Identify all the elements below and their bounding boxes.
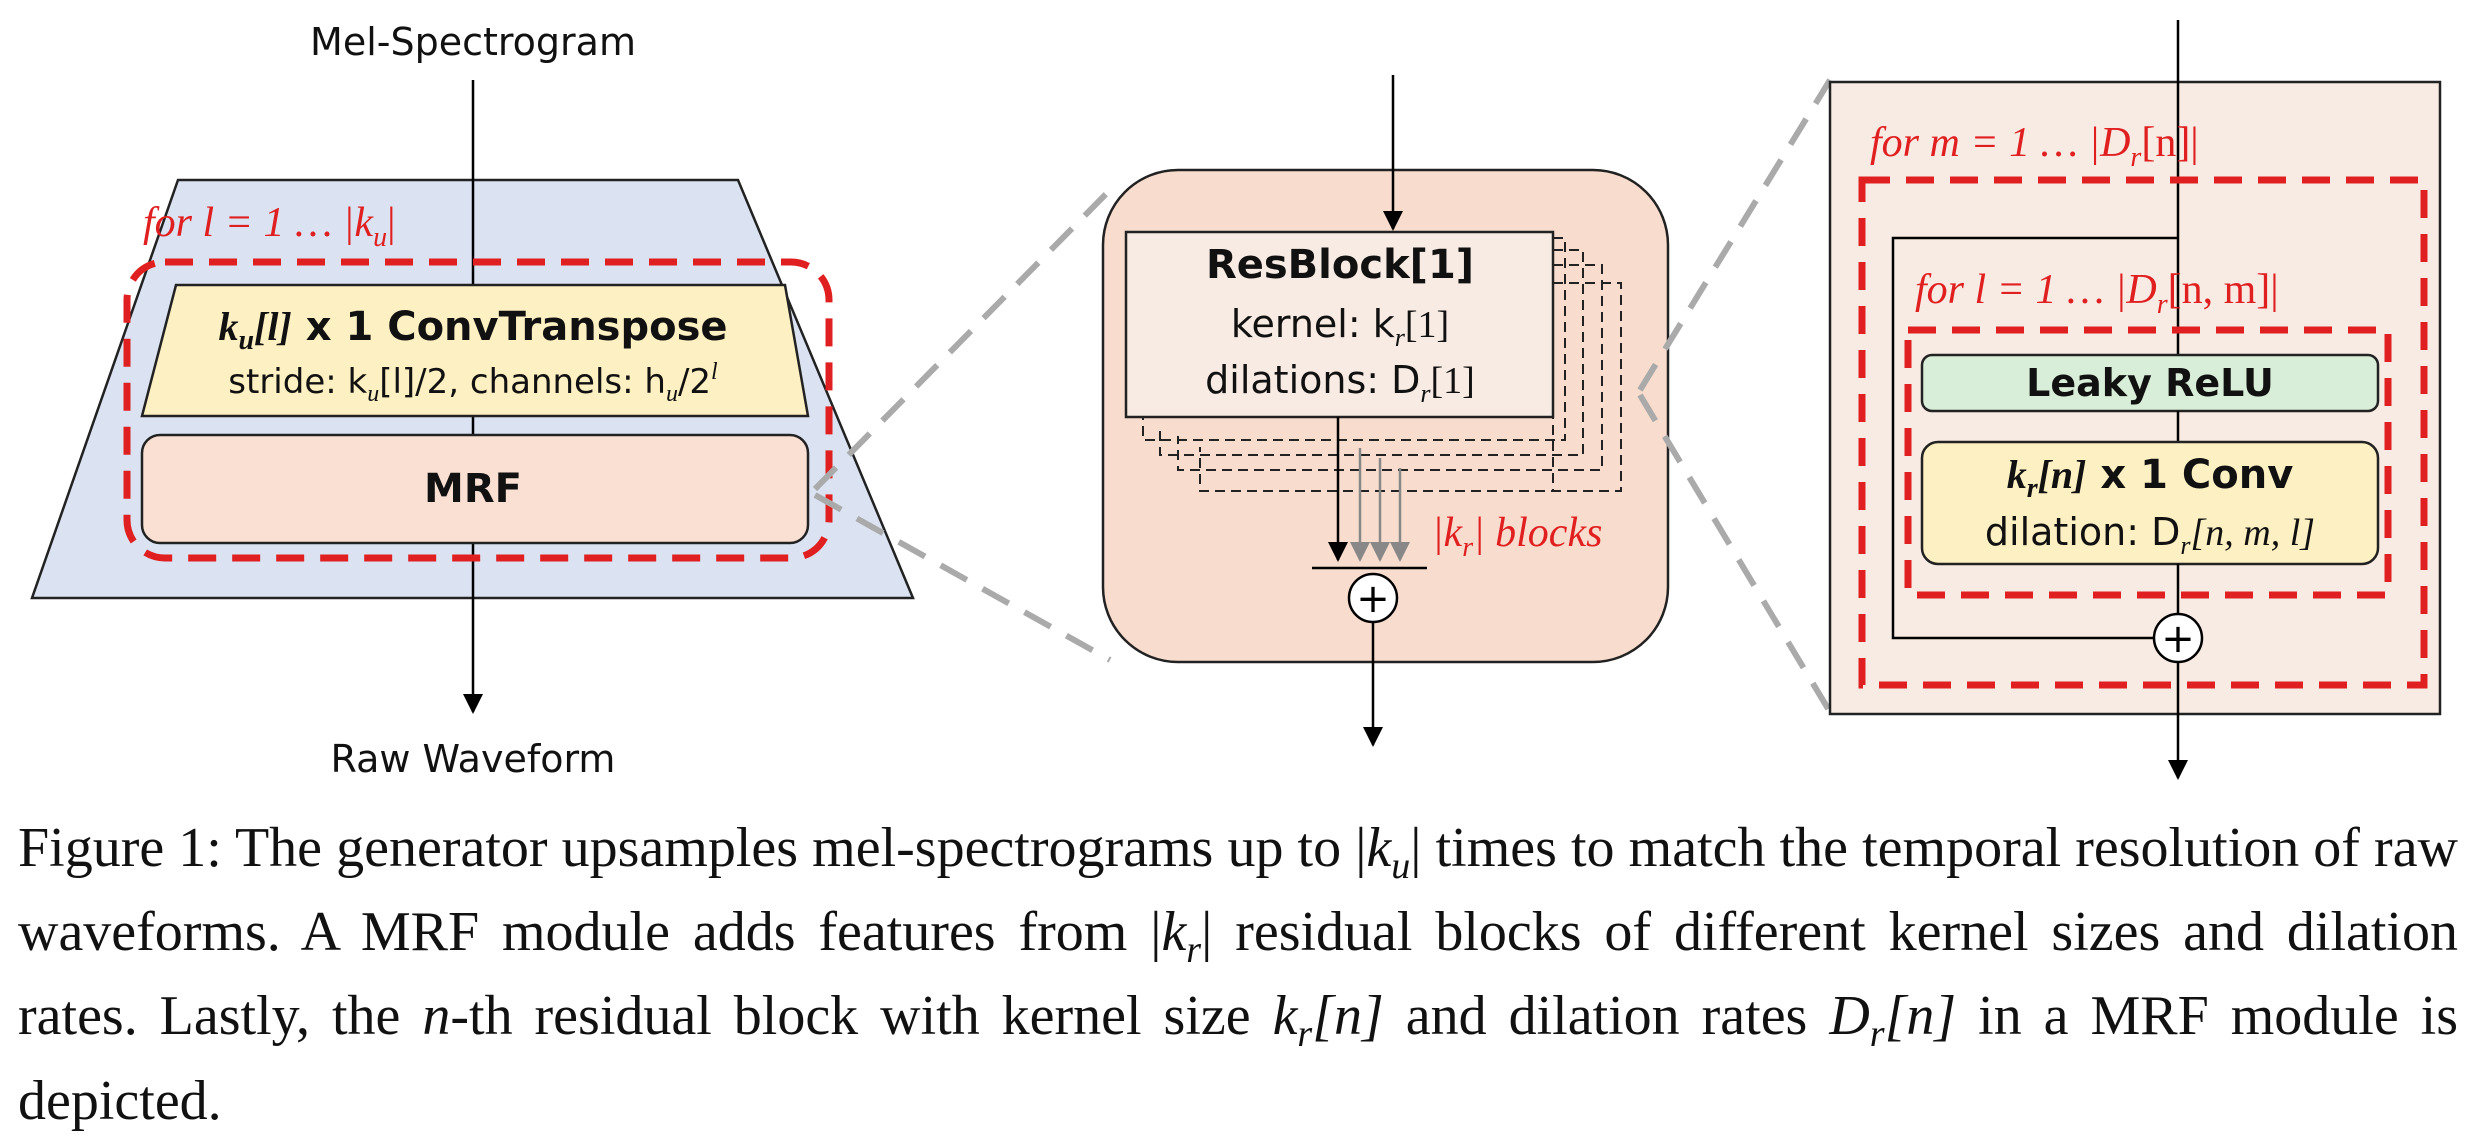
- figure-caption: Figure 1: The generator upsamples mel-sp…: [18, 817, 2459, 1132]
- resblock-kernel: kernel: kr[1]: [1231, 302, 1449, 352]
- conv-transpose-detail: stride: ku[l]/2, channels: hu/2l: [228, 359, 718, 407]
- output-label: Raw Waveform: [331, 737, 616, 781]
- conv-transpose-title: ku[l] x 1 ConvTranspose: [218, 304, 727, 356]
- resblock-sum-symbol: +: [2161, 616, 2195, 662]
- input-label: Mel-Spectrogram: [310, 20, 636, 64]
- mrf-block-label: MRF: [424, 466, 522, 512]
- resblock-dilations: dilations: Dr[1]: [1205, 358, 1475, 408]
- leaky-relu-block: [1920, 353, 2380, 413]
- zoom-lines-left: [812, 187, 1113, 663]
- outer-loop-box: [1858, 176, 2428, 689]
- resblock-panel: for m = 1 … |Dr[n]| for l = 1 … |Dr[n, m…: [1828, 20, 2442, 780]
- mrf-block: [140, 433, 810, 545]
- mrf-panel: ResBlock[1] kernel: kr[1] dilations: Dr[…: [1101, 75, 1670, 747]
- inner-loop-box: [1904, 326, 2392, 599]
- generator-loop-label: for l = 1 … |ku|: [143, 200, 395, 253]
- generator-panel: Mel-Spectrogram for l = 1 … |ku| ku[l] x…: [30, 20, 915, 781]
- conv-transpose-block: [140, 283, 810, 418]
- mrf-sum-symbol: +: [1356, 576, 1390, 622]
- dilated-conv-detail: dilation: Dr[n, m, l]: [1985, 510, 2315, 560]
- leaky-relu-label: Leaky ReLU: [2026, 361, 2274, 405]
- resblock-1: [1124, 230, 1555, 419]
- dilated-conv-block: [1920, 440, 2380, 566]
- blocks-count-label: |kr| blocks: [1432, 510, 1602, 563]
- generator-loop-box: [123, 258, 833, 562]
- zoom-lines-right: [1637, 78, 1833, 714]
- resblock-title: ResBlock[1]: [1206, 242, 1474, 288]
- inner-loop-label: for l = 1 … |Dr[n, m]|: [1915, 267, 2279, 320]
- hifigan-generator-diagram: Mel-Spectrogram for l = 1 … |ku| ku[l] x…: [30, 20, 2442, 781]
- dilated-conv-title: kr[n] x 1 Conv: [2007, 452, 2294, 504]
- outer-loop-label: for m = 1 … |Dr[n]|: [1870, 120, 2199, 173]
